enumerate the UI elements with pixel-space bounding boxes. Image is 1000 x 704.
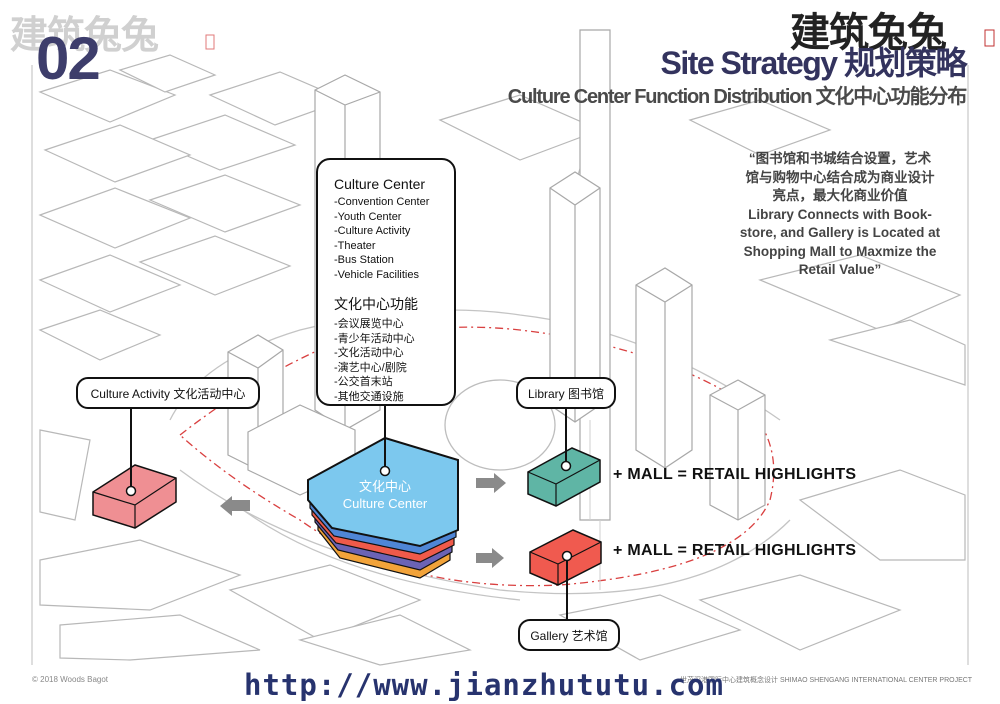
quote-line: “图书馆和书城结合设置，艺术	[748, 151, 932, 166]
panel-item-cn: -其他交通设施	[334, 390, 404, 403]
culture-center-label-cn: 文化中心	[358, 479, 411, 494]
footer-copyright: © 2018 Woods Bagot	[32, 675, 109, 684]
page-subtitle-cn: 文化中心功能分布	[815, 86, 968, 108]
retail-highlight-gallery: + MALL = RETAIL HIGHLIGHTS	[613, 542, 857, 559]
culture-center-function-panel: Culture Center -Convention Center -Youth…	[316, 158, 456, 406]
quote-line: Retail Value”	[798, 262, 882, 277]
panel-item-en: -Culture Activity	[334, 225, 411, 237]
city-block	[827, 319, 966, 386]
quote-line: store, and Gallery is Located at	[739, 225, 941, 240]
panel-item-en: -Convention Center	[334, 196, 430, 208]
retail-highlight-library: + MALL = RETAIL HIGHLIGHTS	[613, 466, 857, 483]
city-block	[43, 124, 192, 183]
library-box	[527, 447, 601, 507]
culture-activity-box	[92, 464, 177, 529]
tower-edge	[635, 284, 693, 468]
city-block	[39, 539, 242, 611]
arrow-left	[220, 496, 250, 516]
city-block	[297, 614, 472, 666]
city-block	[38, 69, 177, 123]
panel-item-en: -Youth Center	[334, 210, 402, 223]
panel-item-en: -Bus Station	[334, 254, 394, 266]
gallery-label: Gallery 艺术馆	[518, 619, 620, 651]
panel-item-cn: -会议展览中心	[334, 318, 404, 330]
footer-project: 世茂深港国际中心建筑概念设计 SHIMAO SHENGANG INTERNATI…	[680, 677, 973, 684]
city-block	[118, 54, 217, 93]
culture-center-label-en: Culture Center	[342, 496, 428, 511]
city-block	[138, 235, 292, 296]
page-subtitle-en: Culture Center Function Distribution	[507, 86, 813, 108]
city-block	[698, 574, 902, 651]
panel-list-cn: -会议展览中心 -青少年活动中心 -文化活动中心 -演艺中心/剧院 -公交首末站…	[334, 317, 454, 404]
panel-heading-cn: 文化中心功能	[334, 296, 418, 312]
quote-line: Library Connects with Book-	[748, 206, 932, 222]
city-block	[38, 187, 192, 249]
city-block	[38, 309, 162, 361]
road-curve	[229, 499, 521, 601]
city-block	[688, 99, 832, 156]
culture-center-label: 文化中心 Culture Center	[320, 478, 450, 512]
page-number: 02	[36, 25, 101, 92]
arrows	[220, 473, 506, 568]
quote-line: 馆与购物中心结合成为商业设计	[745, 169, 935, 185]
page-title-en: Site Strategy	[660, 45, 838, 81]
panel-item-cn: -青少年活动中心	[334, 332, 415, 345]
city-block	[798, 469, 966, 561]
city-block	[38, 254, 182, 313]
city-block	[59, 614, 261, 661]
page-subtitle: Culture Center Function Distribution 文化中…	[507, 80, 968, 109]
library-label: Library 图书馆	[516, 377, 616, 409]
page-title: Site Strategy 规划策略	[660, 38, 968, 84]
quote-line: 亮点，最大化商业价值	[772, 188, 908, 203]
city-block	[148, 174, 302, 233]
city-block	[39, 429, 91, 521]
tower	[635, 267, 693, 469]
watermark-url: http://www.jianzhututu.com	[244, 668, 724, 702]
city-block	[758, 254, 962, 331]
panel-item-en: -Vehicle Facilities	[334, 268, 419, 281]
arrow-right-lower	[476, 548, 504, 568]
culture-center-building	[307, 436, 459, 579]
tower-edge	[709, 394, 766, 520]
strategy-quote: “图书馆和书城结合设置，艺术 馆与购物中心结合成为商业设计 亮点，最大化商业价值…	[720, 150, 960, 280]
culture-activity-label: Culture Activity 文化活动中心	[76, 377, 260, 409]
panel-item-en: -Theater	[334, 239, 376, 252]
page-title-cn: 规划策略	[843, 45, 968, 81]
quote-line: Shopping Mall to Maxmize the	[743, 243, 937, 259]
city-block	[148, 114, 297, 171]
arrow-right-upper	[476, 473, 506, 493]
panel-item-cn: -公交首末站	[334, 376, 393, 388]
panel-list-en: -Convention Center -Youth Center -Cultur…	[334, 195, 454, 282]
panel-item-cn: -演艺中心/剧院	[334, 361, 407, 374]
road-curve	[179, 469, 791, 595]
panel-item-cn: -文化活动中心	[334, 347, 404, 359]
watermark-logo-left: 建筑兔兔	[10, 13, 159, 57]
watermark-logo-right: 建筑兔兔	[790, 10, 947, 56]
panel-heading-en: Culture Center	[334, 176, 426, 192]
city-block	[228, 564, 422, 641]
